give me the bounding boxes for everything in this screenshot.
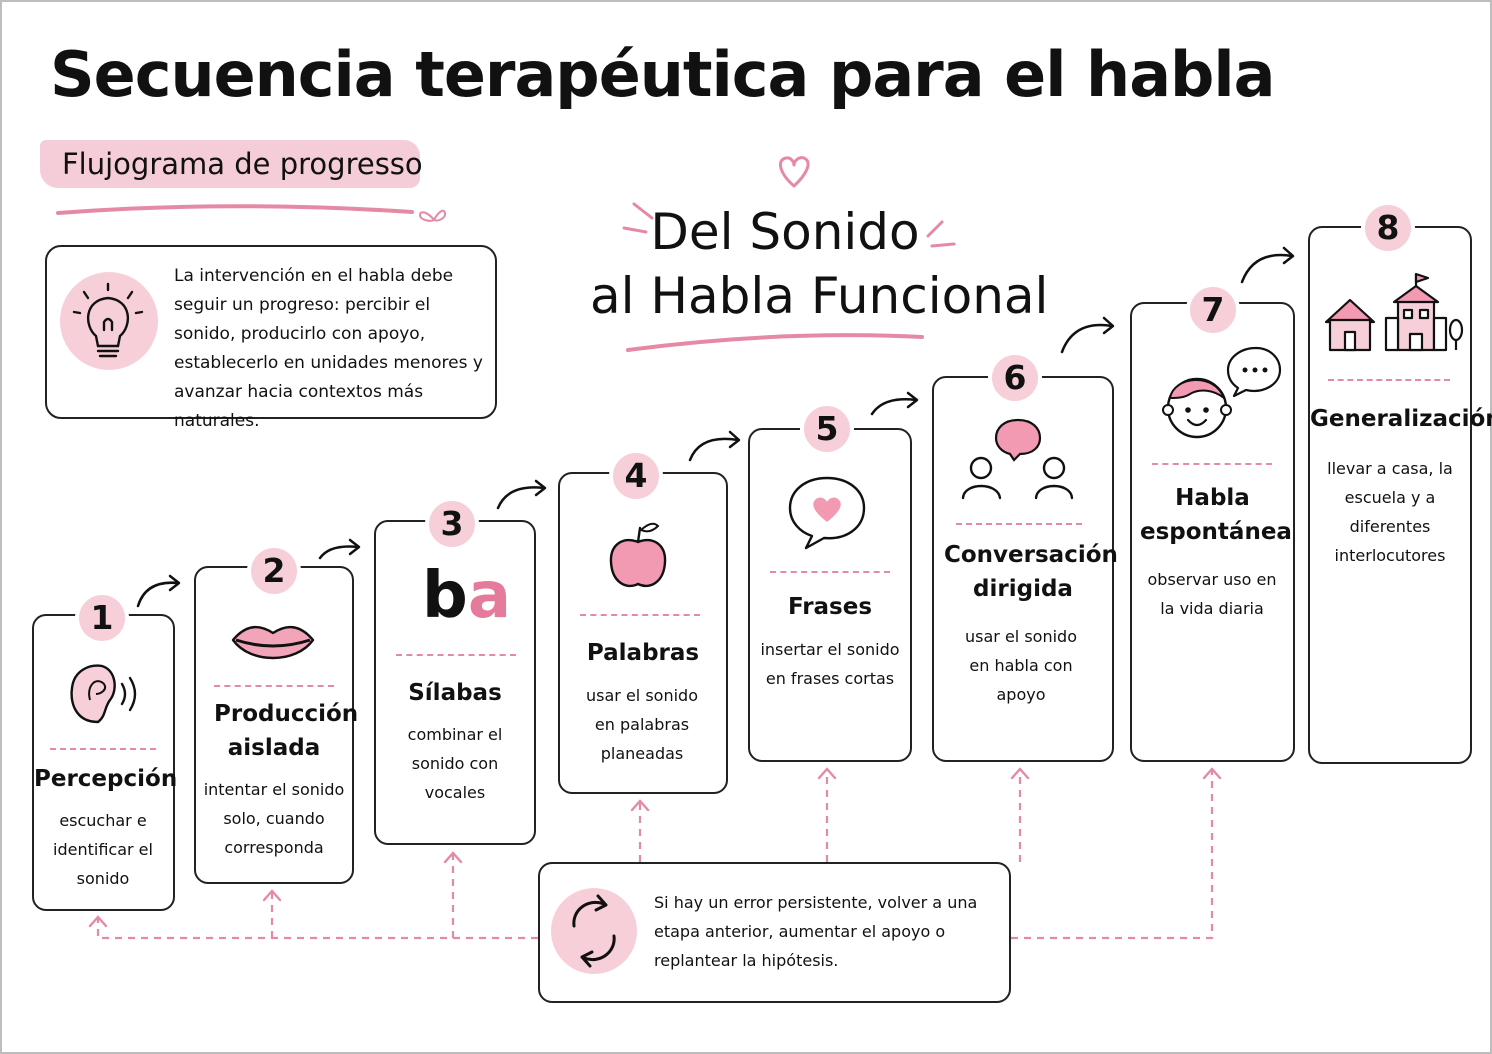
step-number-3: 3 — [426, 498, 478, 550]
small-heart-icon — [418, 209, 447, 222]
feedback-arrowheads — [88, 767, 1222, 928]
center-title-underline — [626, 333, 924, 352]
step-card-2 — [194, 566, 354, 884]
arrow-3-to-4 — [496, 486, 546, 510]
step-title-1: Percepción — [34, 766, 178, 792]
child-speaking-icon — [1162, 346, 1282, 439]
step-title-8: Generalización — [1310, 406, 1492, 432]
speech-bubble-heart-icon — [788, 476, 866, 550]
lips-icon — [231, 625, 315, 660]
arrow-5-to-6 — [870, 398, 918, 416]
step-title-5: Frases — [787, 594, 873, 620]
step-separator-4 — [580, 614, 700, 616]
center-heart-icon — [778, 156, 810, 188]
subtitle-highlight — [40, 140, 420, 188]
step-description-2: intentar el sonido solo, cuando correspo… — [203, 780, 345, 857]
refresh-icon — [572, 894, 616, 968]
step-description-1: escuchar e identificar el sonido — [53, 811, 153, 888]
step-title-6: Conversación dirigida — [944, 542, 1118, 602]
page-title: Secuencia terapéutica para el habla — [50, 38, 1275, 111]
ear-icon — [70, 664, 137, 724]
step-card-4 — [558, 472, 728, 794]
arrow-6-to-7 — [1060, 323, 1114, 354]
step-number-6: 6 — [989, 352, 1041, 404]
step-description-8: llevar a casa, la escuela y a diferentes… — [1327, 459, 1453, 565]
step-number-7: 7 — [1187, 284, 1239, 336]
step-number-4: 4 — [610, 450, 662, 502]
step-number-8: 8 — [1362, 202, 1414, 254]
page-subtitle: Flujograma de progresso — [62, 147, 423, 181]
step-separator-8 — [1328, 379, 1450, 381]
step-separator-7 — [1152, 463, 1272, 465]
arrow-4-to-5 — [688, 437, 740, 462]
step-separator-6 — [956, 523, 1082, 525]
step-separator-2 — [214, 685, 334, 687]
step-card-1 — [32, 614, 175, 911]
house-school-icon — [1324, 272, 1464, 352]
arrow-1-to-2 — [136, 581, 180, 608]
intro-box — [45, 245, 497, 419]
center-title-line-1: Del Sonido — [650, 203, 920, 261]
step-description-7: observar uso en la vida diaria — [1147, 570, 1277, 618]
step-separator-5 — [770, 571, 890, 573]
sparkle-left-icon — [622, 202, 654, 234]
feedback-text: Si hay un error persistente, volver a un… — [654, 893, 978, 970]
step-separator-3 — [396, 654, 516, 656]
apple-icon — [609, 522, 667, 588]
step-description-4: usar el sonido en palabras planeadas — [586, 686, 698, 763]
step-description-6: usar el sonido en habla con apoyo — [965, 627, 1077, 704]
step-number-2: 2 — [248, 545, 300, 597]
step-title-4: Palabras — [586, 640, 700, 666]
center-title-line-2: al Habla Funcional — [590, 267, 1049, 325]
step-title-7: Habla espontánea — [1140, 485, 1292, 545]
step-arrows — [136, 246, 1295, 608]
center-title: Del Sonido al Habla Funcional — [590, 200, 1049, 328]
step-title-3: Sílabas — [408, 680, 502, 706]
step-description-5: insertar el sonido en frases cortas — [760, 640, 900, 688]
sparkle-right-icon — [926, 220, 956, 248]
feedback-dashed-lines — [96, 770, 1214, 940]
arrow-2-to-3 — [318, 545, 360, 560]
conversation-icon — [961, 418, 1074, 500]
lightbulb-icon — [72, 282, 144, 358]
syllable-a: a — [467, 559, 511, 633]
step-number-5: 5 — [801, 403, 853, 455]
step-card-3 — [374, 520, 536, 845]
step-separator-1 — [50, 748, 156, 750]
step-number-1: 1 — [76, 592, 128, 644]
arrow-7-to-8 — [1240, 253, 1294, 284]
syllable-icon: ba — [422, 556, 511, 636]
subtitle-underline — [56, 204, 414, 215]
intro-text: La intervención en el habla debe seguir … — [174, 266, 483, 431]
step-description-3: combinar el sonido con vocales — [407, 725, 503, 802]
syllable-b: b — [422, 559, 468, 633]
